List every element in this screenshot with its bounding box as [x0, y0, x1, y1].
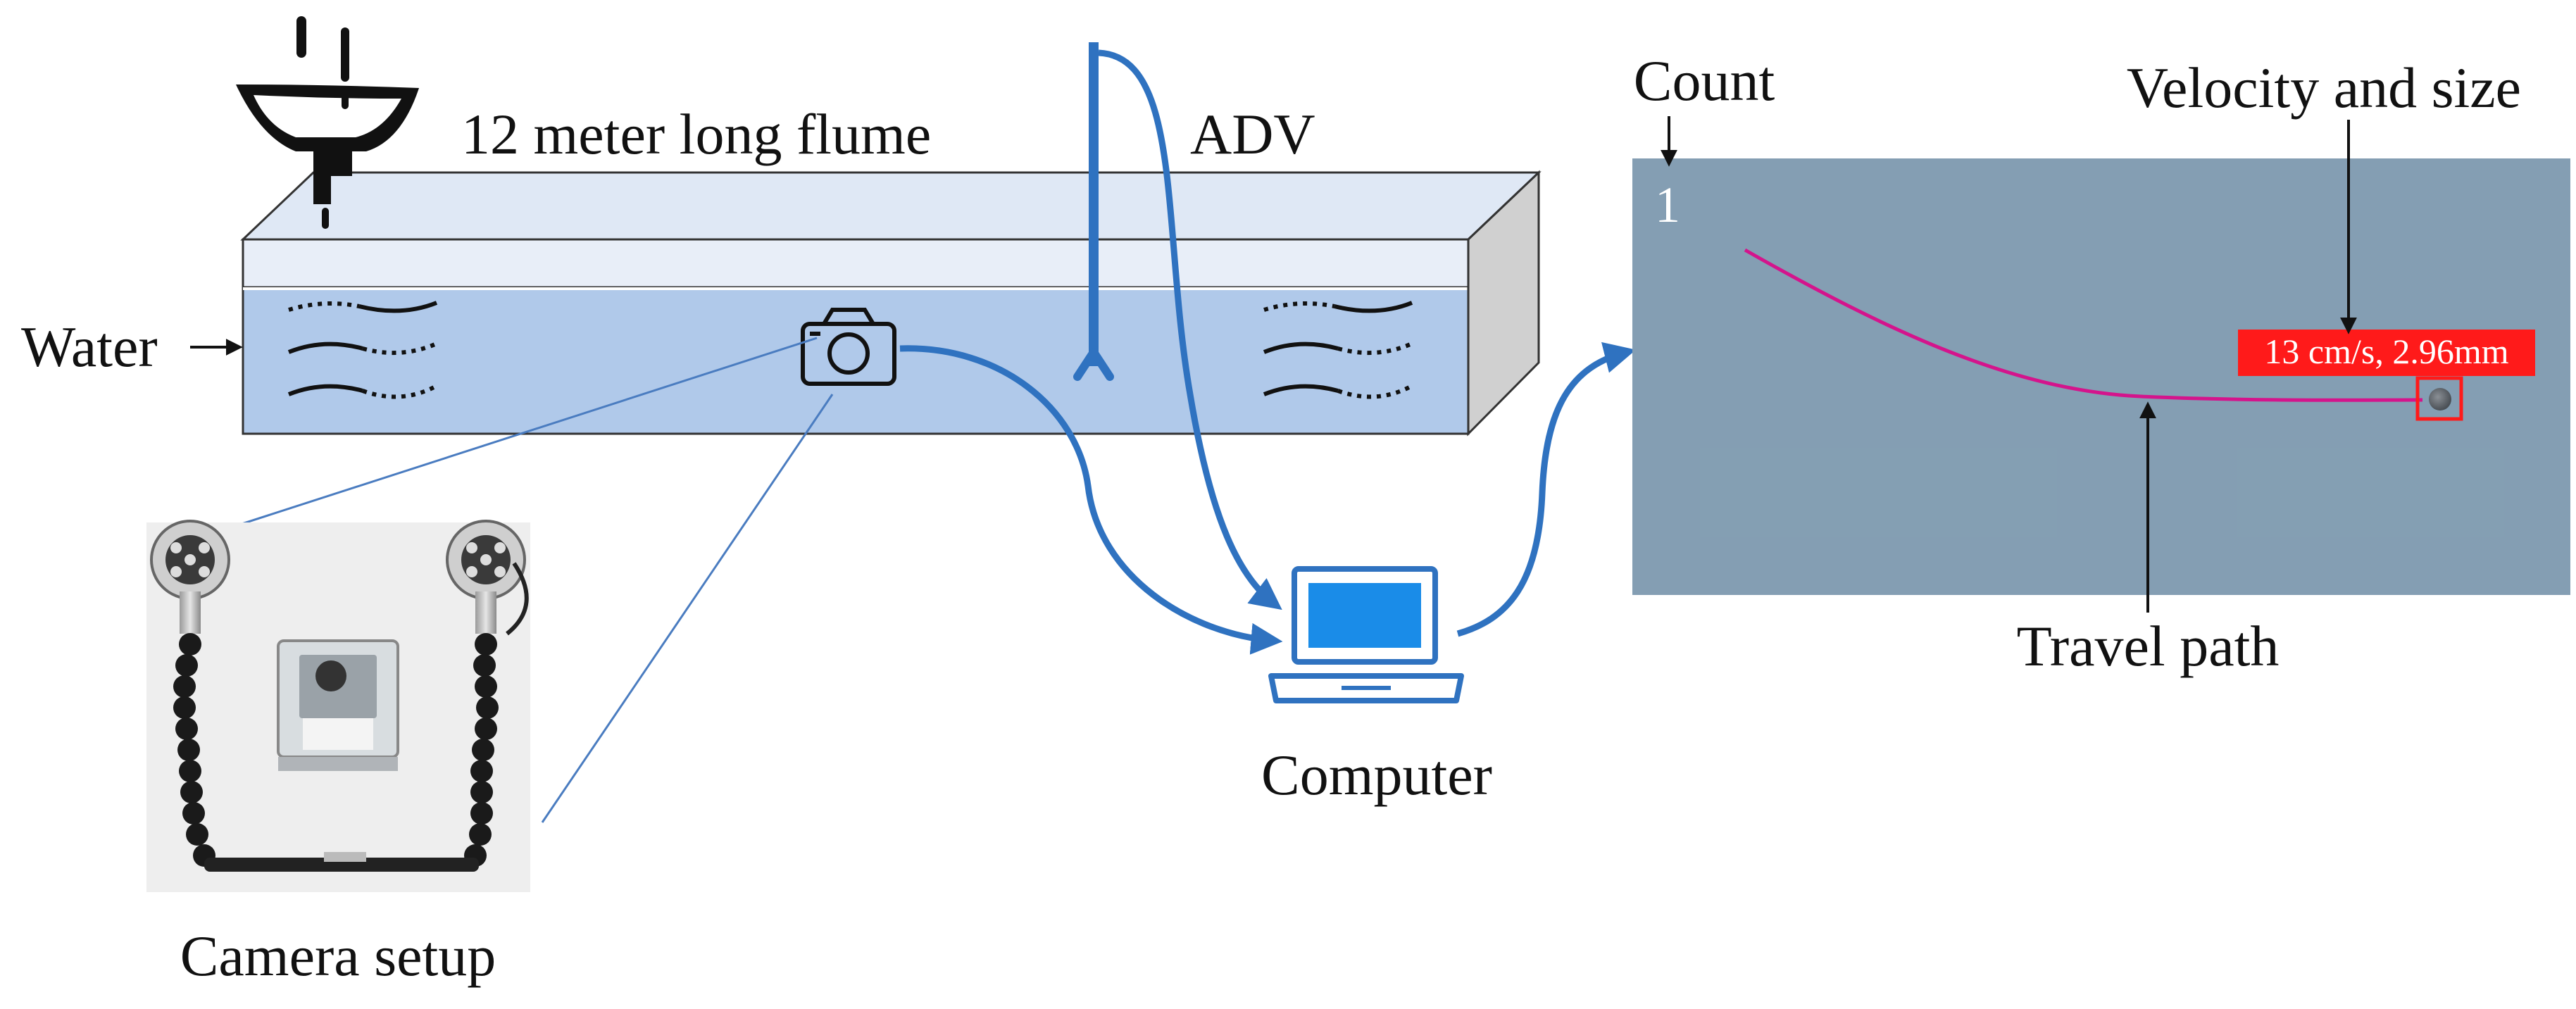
laptop-icon: [1268, 566, 1464, 703]
velocity-size-label: Velocity and size: [2127, 56, 2521, 120]
count-label: Count: [1634, 49, 1775, 113]
computer-to-frame-arrow: [1456, 341, 1637, 637]
wave-icon-left: [287, 301, 438, 399]
count-value: 1: [1655, 177, 1680, 233]
flume-label: 12 meter long flume: [461, 102, 931, 166]
flume-front-air: [242, 238, 1470, 289]
setup-leader-line-upper: [163, 337, 818, 551]
measurement-text: 13 cm/s, 2.96mm: [2264, 332, 2508, 371]
adv-label: ADV: [1190, 102, 1315, 166]
particle-box-icon: [2415, 376, 2463, 421]
water-label: Water: [21, 315, 158, 379]
annotation-arrows: [190, 116, 2357, 613]
setup-leader-line-lower: [541, 394, 834, 823]
travel-path-label: Travel path: [2017, 614, 2280, 678]
camera-to-computer-arrow: [899, 345, 1283, 655]
measurement-badge: [2238, 330, 2535, 376]
flume-top-face: [240, 171, 1542, 241]
faucet-icon: [236, 16, 419, 229]
flow-connectors: [899, 49, 1637, 655]
video-frame: 13 cm/s, 2.96mm 1: [1632, 158, 2570, 595]
flume: [240, 170, 1542, 437]
adv-probe-icon: [1073, 42, 1114, 381]
camera-icon: [801, 308, 896, 386]
frame-background: [1632, 158, 2570, 595]
wave-icon-right: [1263, 301, 1413, 399]
camera-setup-photo: [146, 337, 834, 892]
camera-setup-label: Camera setup: [180, 924, 496, 988]
particle: [2429, 388, 2451, 411]
computer-label: Computer: [1261, 743, 1492, 807]
adv-to-computer-arrow: [1098, 49, 1282, 610]
travel-path-curve: [1744, 248, 2423, 402]
